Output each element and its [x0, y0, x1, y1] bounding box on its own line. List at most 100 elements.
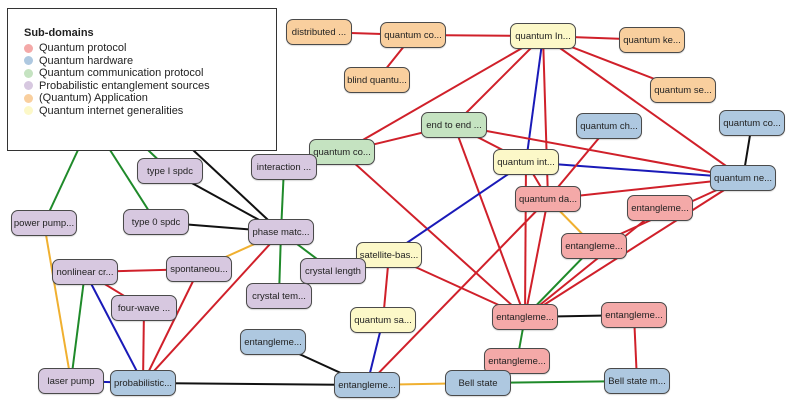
node-entHw1[interactable]: entangleme...: [240, 329, 306, 355]
node-label: interaction ...: [256, 161, 312, 173]
node-label: crystal length: [305, 265, 361, 277]
node-qch[interactable]: quantum ch...: [576, 113, 642, 139]
node-qkey[interactable]: quantum ke...: [619, 27, 685, 53]
node-ent2[interactable]: entangleme...: [561, 233, 627, 259]
node-qsa[interactable]: quantum sa...: [350, 307, 416, 333]
node-label: end to end ...: [426, 119, 482, 131]
legend-list: Quantum protocol Quantum hardware Quantu…: [24, 42, 210, 117]
node-ent4[interactable]: entangleme...: [484, 348, 550, 374]
node-qda[interactable]: quantum da...: [515, 186, 581, 212]
node-crylen[interactable]: crystal length: [300, 258, 366, 284]
legend-title: Sub-domains: [24, 27, 94, 39]
node-label: entangleme...: [631, 202, 689, 214]
node-qcomm[interactable]: quantum co...: [309, 139, 375, 165]
edge-spont-prob: [142, 268, 200, 384]
node-label: laser pump: [47, 375, 95, 387]
node-distributed[interactable]: distributed ...: [286, 19, 352, 45]
legend-item-app: (Quantum) Application: [24, 92, 210, 105]
node-label: quantum int...: [497, 156, 555, 168]
node-qin[interactable]: quantum In...: [510, 23, 576, 49]
legend-item-hardware: Quantum hardware: [24, 55, 210, 68]
node-label: phase matc...: [252, 226, 310, 238]
edge-e2e-entC: [453, 124, 526, 318]
legend-item-protocol: Quantum protocol: [24, 42, 210, 55]
node-ent1[interactable]: entangleme...: [627, 195, 693, 221]
node-blind[interactable]: blind quantu...: [344, 67, 410, 93]
edge-prob-entHw2: [142, 382, 368, 386]
node-label: entangleme...: [605, 309, 663, 321]
node-powerpump[interactable]: power pump...: [11, 210, 77, 236]
legend-dot-icon: [24, 93, 33, 103]
node-ent3[interactable]: entangleme...: [601, 302, 667, 328]
node-qnet[interactable]: quantum ne...: [710, 165, 776, 191]
node-label: quantum da...: [518, 193, 578, 205]
node-prob[interactable]: probabilistic...: [110, 370, 176, 396]
node-label: type I spdc: [147, 165, 193, 177]
edge-powerpump-laser: [43, 222, 72, 382]
edge-nonlinear-prob: [84, 271, 144, 384]
legend-dot-icon: [24, 43, 33, 53]
legend-label: (Quantum) Application: [39, 92, 148, 105]
edge-qin-qnet: [542, 35, 744, 179]
legend-label: Quantum protocol: [39, 42, 127, 55]
node-type0[interactable]: type 0 spdc: [123, 209, 189, 235]
legend-item-general: Quantum internet generalities: [24, 105, 210, 118]
node-type1[interactable]: type I spdc: [137, 158, 203, 184]
edge-qin-qcomm: [341, 35, 544, 153]
node-qco2[interactable]: quantum co...: [719, 110, 785, 136]
node-entHw2[interactable]: entangleme...: [334, 372, 400, 398]
node-label: entangleme...: [488, 355, 546, 367]
node-nonlinear[interactable]: nonlinear cr...: [52, 259, 118, 285]
edge-qnet-entC: [524, 177, 744, 318]
node-label: nonlinear cr...: [56, 266, 114, 278]
legend-item-comm: Quantum communication protocol: [24, 67, 210, 80]
node-label: satellite-bas...: [359, 249, 419, 261]
node-crytem[interactable]: crystal tem...: [246, 283, 312, 309]
legend-dot-icon: [24, 68, 33, 78]
node-label: type 0 spdc: [131, 216, 181, 228]
edge-qcomm-entC: [341, 151, 526, 318]
legend-label: Probabilistic entanglement sources: [39, 79, 210, 92]
node-label: quantum ne...: [713, 172, 773, 184]
node-label: power pump...: [13, 217, 75, 229]
edge-qda-entC: [524, 198, 549, 318]
edge-qin-qint: [525, 35, 544, 163]
legend-label: Quantum hardware: [39, 54, 134, 67]
node-label: quantum ke...: [623, 34, 681, 46]
node-label: quantum In...: [515, 30, 571, 42]
node-bell[interactable]: Bell state: [445, 370, 511, 396]
node-spont[interactable]: spontaneou...: [166, 256, 232, 282]
node-label: quantum ch...: [580, 120, 638, 132]
edge-phase-prob: [142, 231, 282, 384]
node-label: entangleme...: [338, 379, 396, 391]
node-label: Bell state: [458, 377, 498, 389]
edge-nonlinear-laser: [70, 271, 86, 382]
node-label: probabilistic...: [113, 377, 173, 389]
edge-qda-entHw2: [366, 198, 549, 386]
node-label: entangleme...: [244, 336, 302, 348]
node-qint[interactable]: quantum int...: [493, 149, 559, 175]
edge-ent1-entC: [524, 207, 661, 318]
node-phase[interactable]: phase matc...: [248, 219, 314, 245]
legend-dot-icon: [24, 106, 33, 116]
node-label: quantum co...: [723, 117, 781, 129]
node-interaction[interactable]: interaction ...: [251, 154, 317, 180]
node-bellm[interactable]: Bell state m...: [604, 368, 670, 394]
edge-qin-e2e: [453, 35, 544, 126]
node-label: quantum co...: [313, 146, 371, 158]
node-label: entangleme...: [565, 240, 623, 252]
node-qcomp[interactable]: quantum co...: [380, 22, 446, 48]
legend-dot-icon: [24, 56, 33, 66]
node-e2e[interactable]: end to end ...: [421, 112, 487, 138]
node-laser[interactable]: laser pump: [38, 368, 104, 394]
node-satellite[interactable]: satellite-bas...: [356, 242, 422, 268]
node-label: four-wave ...: [117, 302, 171, 314]
node-fourwave[interactable]: four-wave ...: [111, 295, 177, 321]
legend-label: Quantum internet generalities: [39, 104, 184, 117]
node-label: quantum se...: [654, 84, 712, 96]
edge-e2e-qnet: [453, 124, 744, 179]
legend-label: Quantum communication protocol: [39, 67, 204, 80]
node-entC[interactable]: entangleme...: [492, 304, 558, 330]
node-label: crystal tem...: [252, 290, 306, 302]
node-qsec[interactable]: quantum se...: [650, 77, 716, 103]
